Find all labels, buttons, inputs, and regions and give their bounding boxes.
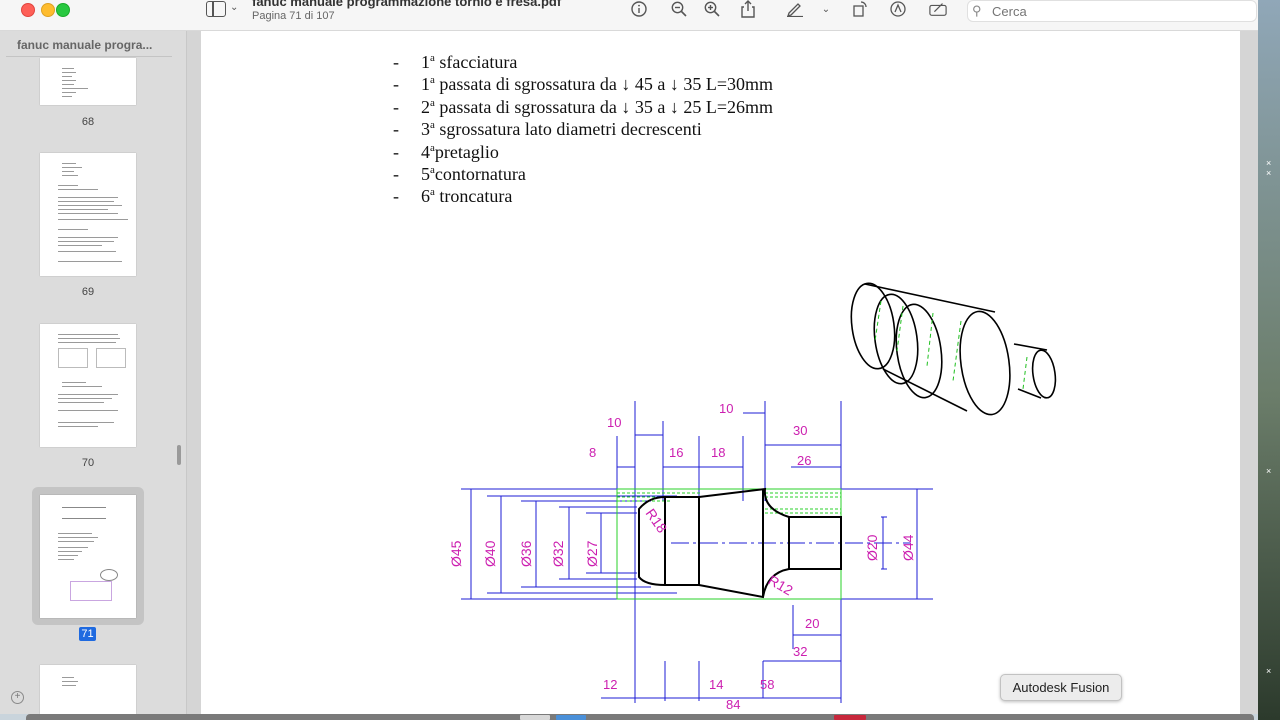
document-title: fanuc manuale programmazione tornio e fr… xyxy=(252,0,562,9)
dock-app-icon[interactable] xyxy=(520,715,550,720)
markup-icon[interactable] xyxy=(786,0,804,18)
page-indicator: Pagina 71 di 107 xyxy=(252,10,335,22)
page-thumbnail-71[interactable] xyxy=(40,495,136,618)
rotate-icon[interactable] xyxy=(851,0,869,18)
zoom-in-icon[interactable] xyxy=(703,0,721,18)
dock-app-icon[interactable] xyxy=(556,715,586,720)
dim-label: 16 xyxy=(669,445,683,460)
dim-label: 20 xyxy=(805,616,819,631)
page-thumbnail-70[interactable] xyxy=(40,324,136,447)
dock xyxy=(26,714,1254,720)
dim-label: 26 xyxy=(797,453,811,468)
title-bar: ⌄ fanuc manuale programmazione tornio e … xyxy=(0,0,1258,31)
diameter-label: Ø44 xyxy=(900,534,916,561)
thumbnail-sidebar: fanuc manuale progra... 68 69 xyxy=(0,31,187,714)
radius-label: R12 xyxy=(766,572,796,599)
sidebar-divider xyxy=(6,56,172,57)
diameter-label: Ø36 xyxy=(518,540,534,567)
part-3d-sketch xyxy=(850,282,1057,416)
page-thumbnail-72[interactable] xyxy=(40,665,136,714)
chevron-down-icon[interactable]: ⌄ xyxy=(821,3,831,15)
dim-label: 10 xyxy=(719,401,733,416)
info-icon[interactable] xyxy=(630,0,648,18)
zoom-window-button[interactable] xyxy=(56,3,70,17)
diameter-label: Ø40 xyxy=(482,540,498,567)
share-icon[interactable] xyxy=(739,0,757,18)
dim-label: 30 xyxy=(793,423,807,438)
dim-label: 8 xyxy=(589,445,596,460)
chevron-down-icon[interactable]: ⌄ xyxy=(230,2,239,13)
dim-label: 14 xyxy=(709,677,723,692)
diameter-label: Ø20 xyxy=(864,534,880,561)
dock-app-icon[interactable] xyxy=(834,715,866,720)
add-page-button[interactable]: + xyxy=(11,691,24,704)
thumbnail-label: 69 xyxy=(81,286,95,298)
thumbnail-label: 70 xyxy=(81,457,95,469)
sidebar-heading: fanuc manuale progra... xyxy=(17,38,153,52)
radius-label: R18 xyxy=(643,506,671,536)
diameter-label: Ø27 xyxy=(584,540,600,567)
zoom-out-icon[interactable] xyxy=(670,0,688,18)
dim-label: 18 xyxy=(711,445,725,460)
dim-label: 10 xyxy=(607,415,621,430)
close-button[interactable] xyxy=(21,3,35,17)
dim-label: 32 xyxy=(793,644,807,659)
dim-label: 84 xyxy=(726,697,740,712)
minimize-button[interactable] xyxy=(41,3,55,17)
thumbnail-label: 68 xyxy=(81,116,95,128)
annotate-icon[interactable] xyxy=(889,0,907,18)
page-thumbnail-68[interactable] xyxy=(40,58,136,105)
diameter-label: Ø45 xyxy=(448,540,464,567)
search-icon: ⚲ xyxy=(972,3,982,18)
search-input[interactable] xyxy=(990,2,1244,20)
search-field[interactable]: ⚲ xyxy=(967,0,1257,22)
pdf-page: -1a sfacciatura -1a passata di sgrossatu… xyxy=(201,31,1240,714)
form-icon[interactable] xyxy=(929,0,947,18)
page-thumbnail-69[interactable] xyxy=(40,153,136,276)
dim-label: 58 xyxy=(760,677,774,692)
dock-tooltip: Autodesk Fusion xyxy=(1000,674,1122,701)
desktop-background: × × × × xyxy=(1258,0,1280,720)
technical-drawing: 10 8 16 18 10 30 26 Ø45 Ø40 Ø36 Ø32 Ø27 … xyxy=(448,401,933,712)
sidebar-scrollbar[interactable] xyxy=(177,445,181,465)
sidebar-icon[interactable] xyxy=(206,1,226,17)
document-area: -1a sfacciatura -1a passata di sgrossatu… xyxy=(187,31,1258,714)
selected-page-badge: 71 xyxy=(79,627,96,641)
dim-label: 12 xyxy=(603,677,617,692)
preview-window: ⌄ fanuc manuale programmazione tornio e … xyxy=(0,0,1258,714)
diameter-label: Ø32 xyxy=(550,540,566,567)
